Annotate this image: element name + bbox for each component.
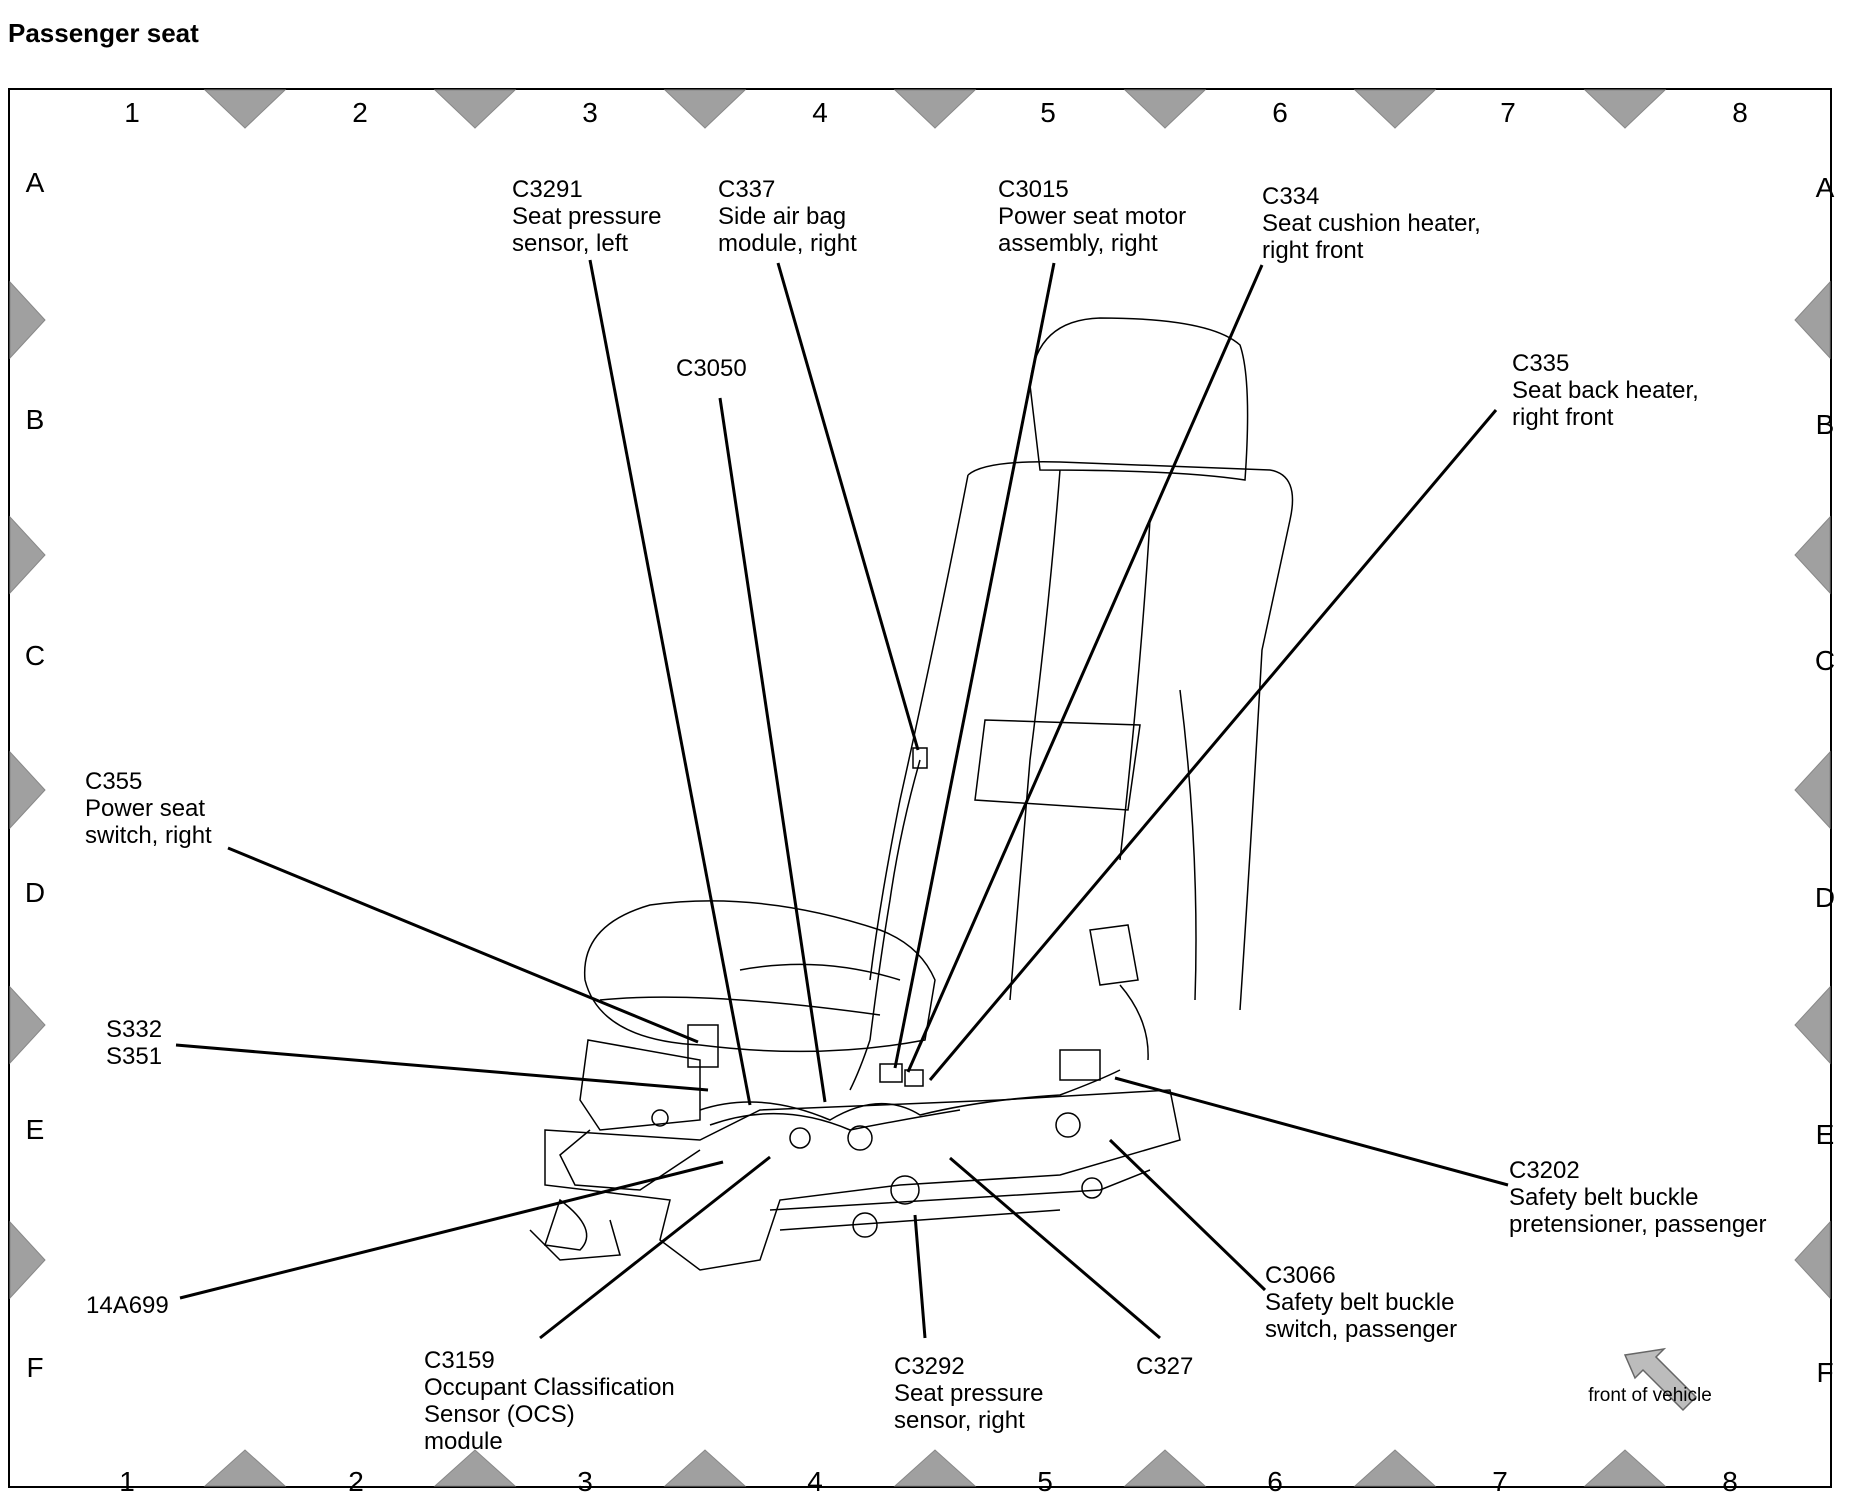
grid-marker-top-1 xyxy=(203,89,287,129)
column-label-top-4: 4 xyxy=(812,97,828,128)
grid-marker-left-5 xyxy=(9,1220,46,1300)
row-label-left-B: B xyxy=(25,404,45,435)
grid-marker-left-1 xyxy=(9,280,46,360)
grid-marker-right-5 xyxy=(1794,1220,1831,1300)
front-of-vehicle-label: front of vehicle xyxy=(1588,1385,1712,1406)
grid-marker-right-3 xyxy=(1794,750,1831,830)
grid-marker-left-4 xyxy=(9,985,46,1065)
grid-marker-top-6 xyxy=(1353,89,1437,129)
row-label-left-C: C xyxy=(24,640,46,671)
grid-marker-bottom-7 xyxy=(1583,1449,1667,1487)
diagram-frame xyxy=(8,88,1832,1488)
column-label-bottom-4: 4 xyxy=(807,1466,823,1497)
label-c3050: C3050 xyxy=(676,355,747,382)
grid-marker-right-2 xyxy=(1794,515,1831,595)
column-label-bottom-7: 7 xyxy=(1492,1466,1508,1497)
column-label-bottom-5: 5 xyxy=(1037,1466,1053,1497)
row-label-left-F: F xyxy=(26,1352,44,1383)
grid-marker-top-5 xyxy=(1123,89,1207,129)
grid-marker-right-4 xyxy=(1794,985,1831,1065)
column-label-top-3: 3 xyxy=(582,97,598,128)
grid-marker-bottom-2 xyxy=(433,1449,517,1487)
row-label-left-D: D xyxy=(24,877,46,908)
column-label-bottom-3: 3 xyxy=(577,1466,593,1497)
row-label-right-D: D xyxy=(1814,882,1836,913)
label-c327: C327 xyxy=(1136,1353,1194,1380)
column-label-top-8: 8 xyxy=(1732,97,1748,128)
grid-marker-left-2 xyxy=(9,515,46,595)
row-label-right-F: F xyxy=(1816,1357,1834,1388)
column-label-top-2: 2 xyxy=(352,97,368,128)
grid-marker-bottom-5 xyxy=(1123,1449,1207,1487)
row-label-right-A: A xyxy=(1815,172,1835,203)
seat-illustration xyxy=(529,317,1294,1271)
column-label-top-7: 7 xyxy=(1500,97,1516,128)
column-label-top-6: 6 xyxy=(1272,97,1288,128)
grid-marker-top-7 xyxy=(1583,89,1667,129)
grid-marker-top-4 xyxy=(893,89,977,129)
row-label-left-A: A xyxy=(25,167,45,198)
grid-marker-bottom-6 xyxy=(1353,1449,1437,1487)
page-title: Passenger seat xyxy=(8,18,199,48)
column-label-top-1: 1 xyxy=(124,97,140,128)
grid-marker-bottom-3 xyxy=(663,1449,747,1487)
column-label-bottom-2: 2 xyxy=(348,1466,364,1497)
column-label-top-5: 5 xyxy=(1040,97,1056,128)
grid-marker-top-2 xyxy=(433,89,517,129)
grid-marker-right-1 xyxy=(1794,280,1831,360)
front-arrow-icon xyxy=(1623,1347,1698,1412)
label-14a699: 14A699 xyxy=(86,1292,169,1319)
row-label-right-C: C xyxy=(1814,645,1836,676)
column-label-bottom-6: 6 xyxy=(1267,1466,1283,1497)
row-label-right-B: B xyxy=(1815,409,1835,440)
leader-lines xyxy=(175,259,1509,1340)
row-label-left-E: E xyxy=(25,1114,45,1145)
column-label-bottom-8: 8 xyxy=(1722,1466,1738,1497)
column-label-bottom-1: 1 xyxy=(119,1466,135,1497)
grid-marker-bottom-1 xyxy=(203,1449,287,1487)
row-label-right-E: E xyxy=(1815,1119,1835,1150)
grid-marker-left-3 xyxy=(9,750,46,830)
grid-marker-bottom-4 xyxy=(893,1449,977,1487)
grid-marker-top-3 xyxy=(663,89,747,129)
